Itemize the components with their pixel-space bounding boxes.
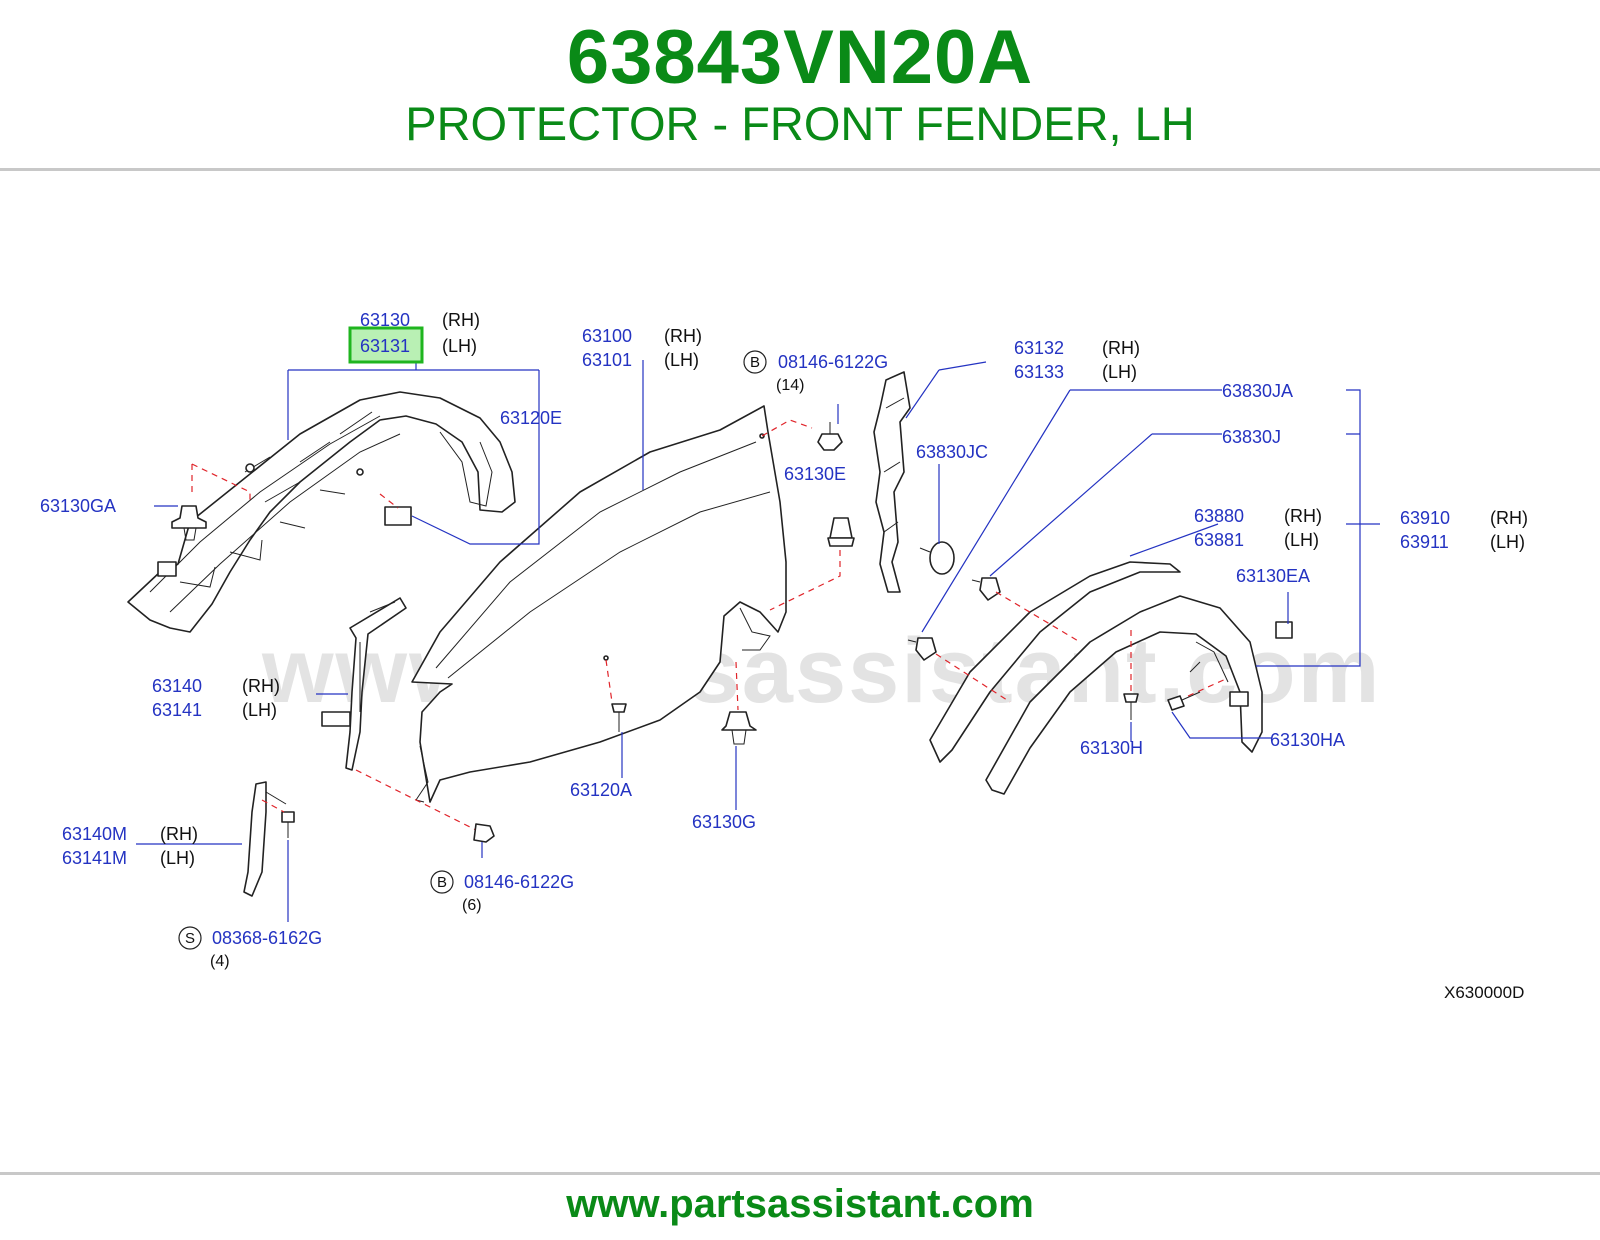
screw-63130ha-drawing [1167, 691, 1201, 711]
bolt-08146-6122g-top [817, 422, 843, 451]
screw-63120a-drawing [611, 703, 627, 732]
label-63101-side: (LH) [664, 350, 699, 370]
badge-b-top [743, 350, 767, 374]
stay-63140m-drawing [243, 781, 287, 897]
label-63130ea[interactable]: 63130EA [1236, 566, 1310, 586]
label-63132[interactable]: 63132 [1014, 338, 1064, 358]
label-63910[interactable]: 63910 [1400, 508, 1450, 528]
clip-63830j-drawing [971, 577, 1001, 601]
label-63100-side: (RH) [664, 326, 702, 346]
label-63130h[interactable]: 63130H [1080, 738, 1143, 758]
label-63140m[interactable]: 63140M [62, 824, 127, 844]
front-fender-drawing [411, 405, 787, 803]
label-63141[interactable]: 63141 [152, 700, 202, 720]
diagram-ref-code: X630000D [1444, 983, 1524, 1002]
label-08146-6122g-top[interactable]: 08146-6122G [778, 352, 888, 372]
label-63120a[interactable]: 63120A [570, 780, 632, 800]
clip-63830ja-drawing [907, 637, 937, 661]
footer-divider [0, 1172, 1600, 1175]
header: 63843VN20A PROTECTOR - FRONT FENDER, LH [0, 0, 1600, 170]
bolt-08146-6122g-bottom [473, 823, 495, 843]
label-63101[interactable]: 63101 [582, 350, 632, 370]
badge-b-top-text: B [750, 354, 760, 371]
highlight-63131 [348, 326, 424, 364]
badge-b-bottom-text: B [437, 874, 447, 891]
label-63911[interactable]: 63911 [1400, 532, 1449, 552]
badge-s [178, 926, 202, 950]
badge-s-text: S [185, 930, 195, 947]
qty-08146-bottom: (6) [462, 897, 482, 914]
label-63132-side: (RH) [1102, 338, 1140, 358]
clip-63130ea-drawing [1275, 621, 1293, 639]
label-63130g[interactable]: 63130G [692, 812, 756, 832]
label-63141-side: (LH) [242, 700, 277, 720]
screw-08368-6162g-drawing [281, 811, 295, 838]
label-63141m[interactable]: 63141M [62, 848, 127, 868]
clip-63130e-drawing [827, 517, 855, 547]
label-63880-side: (RH) [1284, 506, 1322, 526]
label-63100[interactable]: 63100 [582, 326, 632, 346]
label-63140-side: (RH) [242, 676, 280, 696]
label-08368-6162g[interactable]: 08368-6162G [212, 928, 322, 948]
label-63830j[interactable]: 63830J [1222, 427, 1281, 447]
label-63880[interactable]: 63880 [1194, 506, 1244, 526]
fender-protector-drawing [127, 391, 516, 633]
label-63133-side: (LH) [1102, 362, 1137, 382]
qty-08146-top: (14) [776, 377, 804, 394]
label-63133[interactable]: 63133 [1014, 362, 1064, 382]
label-63910-side: (RH) [1490, 508, 1528, 528]
grommet-63830jc-drawing [919, 541, 955, 575]
label-63130ga[interactable]: 63130GA [40, 496, 116, 516]
label-63130[interactable]: 63130 [360, 310, 410, 330]
screw-63130h-drawing [1123, 693, 1139, 720]
label-63911-side: (LH) [1490, 532, 1525, 552]
label-63140[interactable]: 63140 [152, 676, 202, 696]
label-63830jc[interactable]: 63830JC [916, 442, 988, 462]
label-63881[interactable]: 63881 [1194, 530, 1244, 550]
label-63141m-side: (LH) [160, 848, 195, 868]
badge-b-bottom [430, 870, 454, 894]
clip-63130g-drawing [721, 711, 757, 745]
footer-url-link[interactable]: www.partsassistant.com [566, 1182, 1034, 1226]
label-63130ha[interactable]: 63130HA [1270, 730, 1345, 750]
clip-63130ga-drawing [171, 505, 207, 541]
label-63130-side: (RH) [442, 310, 480, 330]
label-08146-6122g-bottom[interactable]: 08146-6122G [464, 872, 574, 892]
parts-diagram: www.partsassistant.com [40, 310, 1528, 1002]
label-63130e[interactable]: 63130E [784, 464, 846, 484]
label-63131[interactable]: 63131 [360, 336, 410, 356]
header-divider [0, 168, 1600, 171]
label-63881-side: (LH) [1284, 530, 1319, 550]
label-63120e[interactable]: 63120E [500, 408, 562, 428]
qty-08368: (4) [210, 953, 230, 970]
fender-bracket-63140-drawing [321, 597, 407, 771]
label-63830ja[interactable]: 63830JA [1222, 381, 1293, 401]
wheel-arch-moulding-drawing [929, 561, 1263, 795]
label-63131-side: (LH) [442, 336, 477, 356]
part-description: PROTECTOR - FRONT FENDER, LH [405, 97, 1195, 150]
insulator-63132-drawing [873, 371, 911, 593]
part-number-title: 63843VN20A [566, 15, 1034, 100]
label-63140m-side: (RH) [160, 824, 198, 844]
